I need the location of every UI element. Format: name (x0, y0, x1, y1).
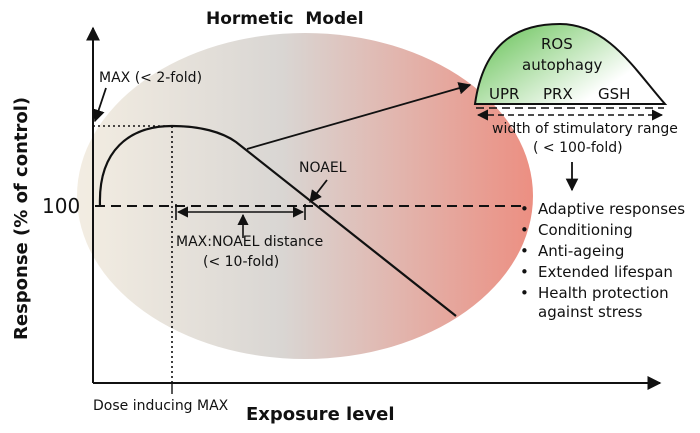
bullet-dot: • (520, 200, 529, 218)
bullet-dot: • (520, 242, 529, 260)
noael-arrow (309, 179, 328, 203)
outcome-item: Health protection (538, 284, 669, 302)
outcome-item: Extended lifespan (538, 263, 673, 281)
max-label: MAX (< 2-fold) (99, 70, 202, 86)
inset-label-autophagy: autophagy (522, 56, 602, 74)
x-axis-label: Exposure level (246, 404, 395, 425)
bullet-dot: • (520, 221, 529, 239)
range-label-line1: width of stimulatory range (492, 121, 678, 137)
inset-label-gsh: GSH (598, 85, 630, 103)
diagram-title: Hormetic Model (206, 9, 364, 29)
bullet-dot: • (520, 284, 529, 302)
distance-label-line2: (< 10-fold) (203, 254, 279, 270)
distance-label-line1: MAX:NOAEL distance (176, 234, 323, 250)
outcome-item: Conditioning (538, 221, 633, 239)
noael-label: NOAEL (299, 160, 347, 176)
inset-label-upr: UPR (489, 85, 519, 103)
range-label-line2: ( < 100-fold) (533, 140, 623, 156)
stimulatory-zone-inset (473, 22, 668, 105)
y-tick-100: 100 (42, 194, 80, 218)
outcome-item: Anti-ageing (538, 242, 624, 260)
inset-label-prx: PRX (543, 85, 573, 103)
zoom-arrow (246, 82, 472, 150)
y-axis-label: Response (% of control) (11, 97, 32, 340)
inset-label-ros: ROS (541, 35, 573, 53)
outcome-list: • Adaptive responses • Conditioning • An… (520, 200, 685, 321)
outcome-item: Adaptive responses (538, 200, 685, 218)
max-arrow (92, 87, 107, 123)
outcome-item-continued: against stress (538, 303, 643, 321)
bullet-dot: • (520, 263, 529, 281)
dose-inducing-max-label: Dose inducing MAX (93, 398, 229, 414)
